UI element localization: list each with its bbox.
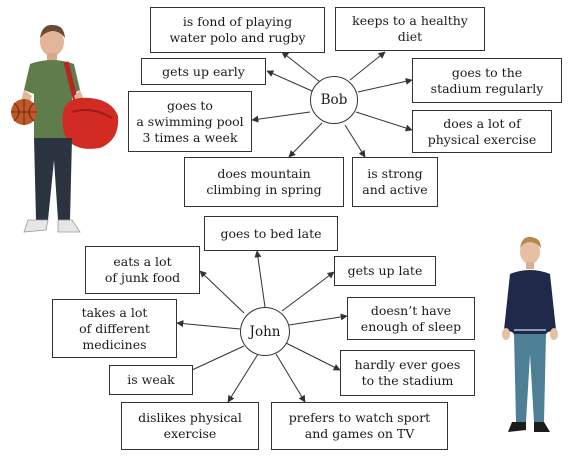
bob-name: Bob [320,92,348,108]
bob-fact-1: is fond of playing water polo and rugby [150,7,325,53]
john-fact-2: eats a lot of junk food [85,246,200,294]
john-fact-4: takes a lot of different medicines [52,299,177,358]
john-fact-7: hardly ever goes to the stadium [340,350,475,396]
john-hub: John [240,307,290,356]
john-fact-5: doesn’t have enough of sleep [347,297,475,340]
bob-fact-4: goes to the stadium regularly [412,58,562,103]
bob-fact-3: gets up early [141,58,266,85]
john-name: John [249,323,281,340]
john-fact-3: gets up late [334,256,436,286]
bob-hub: Bob [310,76,358,124]
john-fact-1: goes to bed late [204,216,338,251]
sporty-boy-illustration [11,24,119,233]
bob-fact-8: is strong and active [352,157,438,207]
bob-fact-2: keeps to a healthy diet [335,7,485,51]
john-fact-9: prefers to watch sport and games on TV [271,402,448,450]
john-fact-6: is weak [109,365,193,395]
sweater-boy-illustration [502,236,558,432]
bob-fact-6: does a lot of physical exercise [412,110,552,153]
bob-fact-5: goes to a swimming pool 3 times a week [128,91,252,152]
bob-fact-7: does mountain climbing in spring [184,157,344,207]
john-fact-8: dislikes physical exercise [121,402,259,450]
